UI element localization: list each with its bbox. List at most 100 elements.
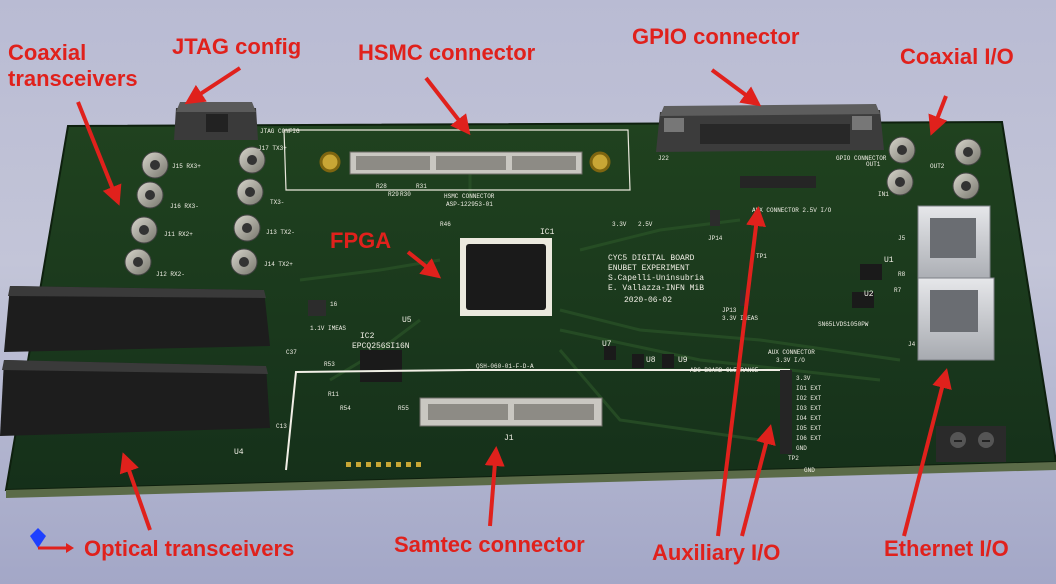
r54-silk: R54 (340, 405, 351, 412)
u1-chip (860, 264, 882, 280)
u9-chip (662, 354, 674, 368)
j5-silk: J5 (898, 235, 906, 242)
j4-silk: J4 (908, 341, 916, 348)
jp14-silk: JP14 (708, 235, 723, 242)
gnd-silk: GND (804, 467, 815, 474)
r53-silk: R53 (324, 361, 335, 368)
callout-gpio-connector: GPIO connector (632, 24, 800, 49)
j1-silk: J1 (504, 434, 514, 443)
svg-text:IO6 EXT: IO6 EXT (796, 435, 822, 442)
ic2-part-silk: EPCQ256SI16N (352, 342, 410, 351)
gpio-connector (656, 104, 884, 152)
fpga-chip (460, 238, 552, 316)
svg-text:GND: GND (796, 445, 807, 452)
aux-3v3-silk: 3.3V I/O (776, 357, 805, 364)
coax-l2-silk: J16 RX3- (170, 203, 199, 210)
aux-connector-right (780, 370, 792, 454)
test-pads (346, 462, 421, 467)
callout-samtec-connector: Samtec connector (394, 532, 585, 557)
pcb-edge (6, 462, 1056, 498)
callout-coaxial-transceivers-line2: transceivers (8, 66, 138, 91)
r29-silk: R29 (388, 191, 399, 198)
callout-ethernet-io: Ethernet I/O (884, 536, 1009, 561)
j22-silk: J22 (658, 155, 669, 162)
u7-chip (604, 346, 616, 360)
samtec-connector (419, 397, 603, 427)
jtag-connector (174, 102, 258, 140)
ethernet-jacks (917, 205, 995, 361)
adc-clear-silk: ADC BOARD CLEARANCE (690, 367, 759, 374)
svg-text:3.3V: 3.3V (796, 375, 811, 382)
callout-arrows (76, 66, 952, 537)
c13-silk: C37 (286, 349, 297, 356)
hsmc-outline (283, 129, 631, 191)
imeas33-silk: 3.3V IMEAS (722, 315, 758, 322)
r8-silk: R8 (898, 271, 906, 278)
callout-auxiliary-io: Auxiliary I/O (652, 540, 781, 565)
u9-silk: U9 (678, 356, 688, 365)
v33-silk: 3.3V (612, 221, 627, 228)
jtag-silk: JTAG CONFIG (260, 128, 300, 135)
hsmc-part-silk: ASP-122953-01 (446, 201, 493, 208)
aux-top-silk: AUX CONNECTOR 2.5V I/O (752, 207, 832, 214)
jp13 (740, 290, 750, 306)
r30-silk: R30 (400, 191, 411, 198)
sn65-silk: SN65LVDS1050PW (818, 321, 869, 328)
r46-silk: R46 (440, 221, 451, 228)
aux-right-silk: AUX CONNECTOR (768, 349, 815, 356)
in1-silk: IN1 (878, 191, 889, 198)
aux-connector-top (740, 176, 816, 188)
callout-optical-transceivers: Optical transceivers (84, 536, 295, 561)
adc-clearance-outline (285, 369, 790, 471)
tp2-silk: TP2 (788, 455, 799, 462)
jp13-silk: JP13 (722, 307, 737, 314)
svg-text:IO3 EXT: IO3 EXT (796, 405, 822, 412)
callout-hsmc-connector: HSMC connector (358, 40, 536, 65)
coax-l3-silk: J11 RX2+ (164, 231, 193, 238)
coax-m3-silk: J13 TX2- (266, 229, 295, 236)
u1-silk: U1 (884, 256, 894, 265)
jumper-16 (308, 300, 326, 316)
svg-text:IO5 EXT: IO5 EXT (796, 425, 822, 432)
callout-coaxial-transceivers-line1: Coaxial (8, 40, 87, 65)
hsmc-connector (319, 151, 611, 175)
svg-text:IO4 EXT: IO4 EXT (796, 415, 822, 422)
svg-text:CYC5 DIGITAL BOARD: CYC5 DIGITAL BOARD (608, 254, 695, 263)
ic2-silk: IC2 (360, 332, 375, 341)
coax-m4-silk: J14 TX2+ (264, 261, 293, 268)
tp1-silk: TP1 (756, 253, 767, 260)
u8-chip (632, 354, 644, 368)
optical-transceivers (0, 286, 270, 436)
power-terminal (936, 426, 1006, 462)
v25-silk: 2.5V (638, 221, 653, 228)
u7-silk: U7 (602, 340, 612, 349)
coax-l1-silk: J15 RX3+ (172, 163, 201, 170)
u4-silk: U4 (234, 448, 244, 457)
svg-text:S.Capelli-Uninsubria: S.Capelli-Uninsubria (608, 274, 704, 283)
coax-m2-silk: TX3- (270, 199, 284, 206)
hsmc-silk: HSMC CONNECTOR (444, 193, 495, 200)
coax-m1-silk: J17 TX3+ (258, 145, 287, 152)
jp16-silk: 16 (330, 301, 338, 308)
u2-chip (852, 292, 874, 308)
out1-silk: OUT1 (866, 161, 881, 168)
callout-jtag-config: JTAG config (172, 34, 302, 59)
svg-text:IO2 EXT: IO2 EXT (796, 395, 822, 402)
svg-text:E. Vallazza-INFN MiB: E. Vallazza-INFN MiB (608, 284, 704, 293)
ic1-silk: IC1 (540, 228, 555, 237)
coax-transceivers-mid (230, 146, 266, 276)
u5-silk: U5 (402, 316, 412, 325)
board-info: CYC5 DIGITAL BOARD ENUBET EXPERIMENT S.C… (608, 254, 704, 305)
ic2-chip (360, 350, 402, 382)
imeas-silk: 1.1V IMEAS (310, 325, 346, 332)
c37-silk: R11 (328, 391, 339, 398)
c11-silk: C13 (276, 423, 287, 430)
callout-coaxial-io: Coaxial I/O (900, 44, 1014, 69)
callout-coaxial-transceivers: Coaxial transceivers (8, 40, 138, 92)
aux-pin-labels: 3.3V IO1 EXT IO2 EXT IO3 EXT IO4 EXT IO5… (796, 375, 822, 452)
u8-silk: U8 (646, 356, 656, 365)
axes-icon (30, 528, 74, 553)
u2-silk: U2 (864, 290, 874, 299)
r28-silk: R28 (376, 183, 387, 190)
